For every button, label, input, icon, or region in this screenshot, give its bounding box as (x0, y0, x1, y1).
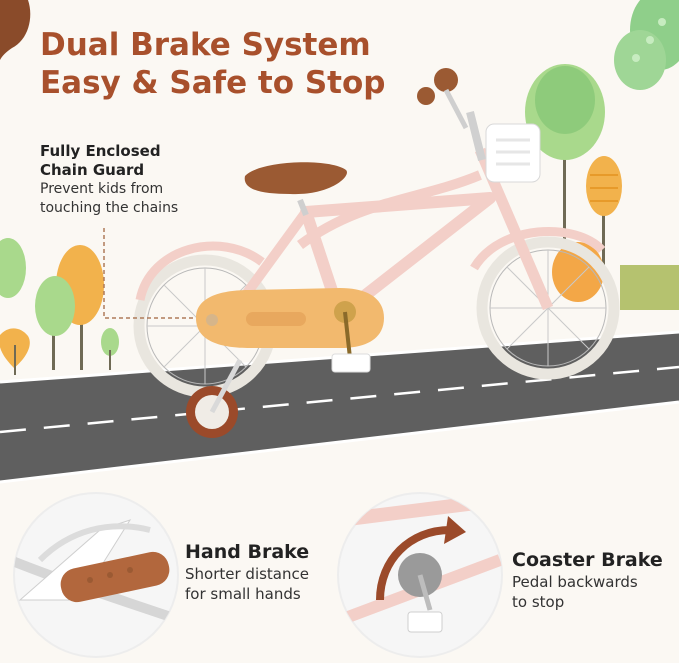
trees-left (0, 238, 119, 375)
trees-right (525, 64, 679, 310)
hand-brake-desc-1: Shorter distance (185, 565, 309, 583)
coaster-brake-feature: Coaster Brake Pedal backwards to stop (512, 548, 663, 612)
hand-brake-desc-2: for small hands (185, 585, 301, 603)
headline-line-2: Easy & Safe to Stop (40, 65, 386, 101)
chain-guard-desc-2: touching the chains (40, 200, 179, 216)
coaster-brake-photo (337, 492, 503, 658)
saddle (244, 162, 347, 195)
chain-guard-title-1: Fully Enclosed (40, 142, 161, 160)
bike (133, 68, 620, 438)
headline-line-1: Dual Brake System (40, 27, 371, 63)
hand-brake-feature: Hand Brake Shorter distance for small ha… (185, 540, 309, 604)
coaster-brake-desc-2: to stop (512, 593, 565, 611)
hand-brake-title: Hand Brake (185, 541, 310, 563)
coaster-brake-title: Coaster Brake (512, 549, 663, 571)
corner-decoration (0, 0, 31, 60)
hand-brake-photo (13, 492, 179, 658)
chain-guard-callout-line (103, 228, 196, 319)
headline: Dual Brake System Easy & Safe to Stop (40, 26, 385, 102)
chain-guard-callout: Fully Enclosed Chain Guard Prevent kids … (40, 142, 240, 218)
chain-guard-title-2: Chain Guard (40, 161, 145, 179)
chain-guard-desc-1: Prevent kids from (40, 181, 164, 197)
coaster-brake-desc-1: Pedal backwards (512, 573, 638, 591)
tree-top-right (614, 0, 679, 90)
front-wheel (476, 236, 620, 380)
